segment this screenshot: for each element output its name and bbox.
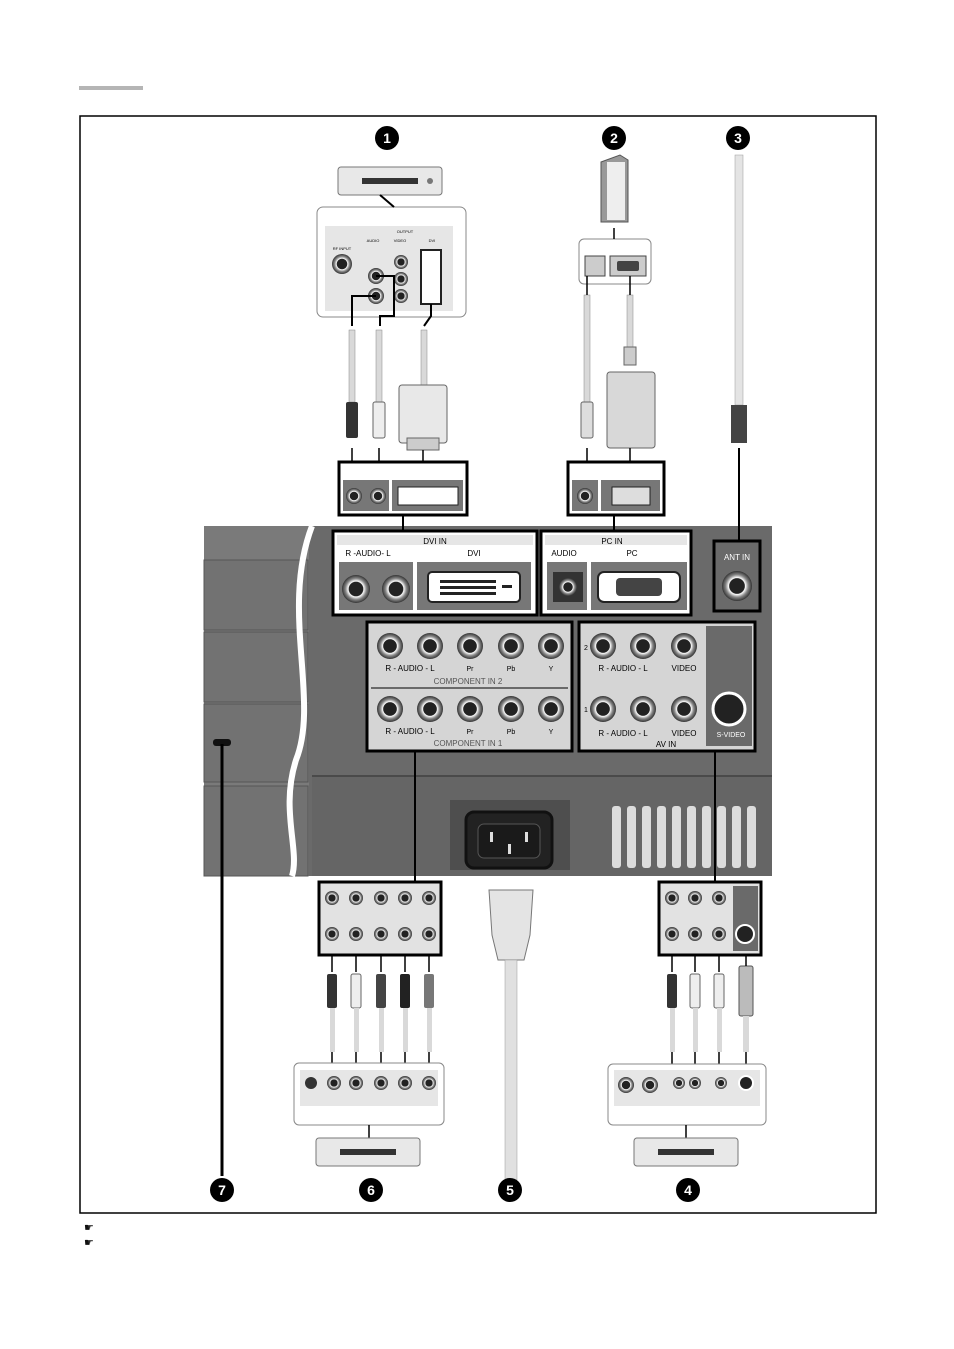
note-icon-2: ☛ [84,1236,94,1249]
dvd-audio-label: AUDIO [367,238,380,243]
component2-pb-label: Pb [507,666,516,673]
av1-video-label: VIDEO [672,729,697,738]
svideo-label: S-VIDEO [717,732,746,739]
dvi-in-panel: DVI IN R -AUDIO- L DVI [333,531,537,615]
svg-text:2: 2 [610,130,618,146]
dvi-in-dvi-label: DVI [467,549,480,558]
av-in-panel-small [659,882,761,955]
header-bar [79,86,143,90]
av2-video-label: VIDEO [672,664,697,673]
ant-in-panel: ANT IN [714,541,760,611]
component-in-1-label: COMPONENT IN 1 [434,739,503,748]
svg-text:4: 4 [684,1182,692,1198]
dvd-rf-label: RF INPUT [333,246,352,251]
component1-pb-label: Pb [507,729,516,736]
component2-y-label: Y [549,666,554,673]
pc-in-title: PC IN [601,537,623,546]
av-row-1-jacks [590,696,697,722]
pc-in-panel: PC IN AUDIO PC [541,531,691,615]
component2-audio-label: R - AUDIO - L [385,664,435,673]
badge-6: 6 [359,1178,383,1202]
pc-in-audio-label: AUDIO [551,549,576,558]
note-icon-1: ☛ [84,1221,94,1234]
pc-output-panel [579,239,651,284]
component1-y-label: Y [549,729,554,736]
av-row-2-jacks [590,633,697,659]
av2-audio-label: R - AUDIO - L [598,664,648,673]
vcr-output-panel [608,1064,766,1125]
component-panel-small [319,882,441,955]
badge-5: 5 [498,1178,522,1202]
dvi-audio-l-jack [382,575,410,603]
ant-in-label: ANT IN [724,553,750,562]
badge-7: 7 [210,1178,234,1202]
dvd-dvi-label: DVI [429,238,436,243]
svideo-jack [713,693,745,725]
component-panel: R - AUDIO - L Pr Pb Y COMPONENT IN 2 R -… [367,622,572,751]
pc-in-panel-small [568,462,664,515]
svg-text:3: 3 [734,130,742,146]
av-row-1-number: 1 [584,707,588,714]
dvd-output-panel: OUTPUT AUDIO VIDEO DVI RF INPUT [317,207,466,317]
av-in-panel: 2 1 R - AUDIO - L VIDEO R - AUDIO - L VI… [579,622,755,751]
pc-audio-jack [559,578,577,596]
badge-3: 3 [726,126,750,150]
dvd-component-panel [294,1063,444,1125]
ant-in-jack [722,571,752,601]
av1-audio-label: R - AUDIO - L [598,729,648,738]
pc-tower [601,155,628,222]
pc-in-pc-label: PC [626,549,637,558]
component1-audio-label: R - AUDIO - L [385,727,435,736]
dvi-in-panel-small [339,462,467,515]
badge-2: 2 [602,126,626,150]
badge-4: 4 [676,1178,700,1202]
av-row-2-number: 2 [584,645,588,652]
component2-pr-label: Pr [467,666,475,673]
dvi-audio-r-jack [342,575,370,603]
component1-pr-label: Pr [467,729,475,736]
svg-text:7: 7 [218,1182,226,1198]
dvi-in-audio-label: R -AUDIO- L [345,549,391,558]
dvd-video-label: VIDEO [394,238,406,243]
av-in-title: AV IN [656,740,677,749]
dvd-output-label: OUTPUT [397,229,414,234]
badge-1: 1 [375,126,399,150]
svg-text:6: 6 [367,1182,375,1198]
svg-text:5: 5 [506,1182,514,1198]
component-in-2-label: COMPONENT IN 2 [434,677,503,686]
dvi-in-title: DVI IN [423,537,447,546]
svg-text:1: 1 [383,130,391,146]
dvd-player-1 [338,167,442,195]
